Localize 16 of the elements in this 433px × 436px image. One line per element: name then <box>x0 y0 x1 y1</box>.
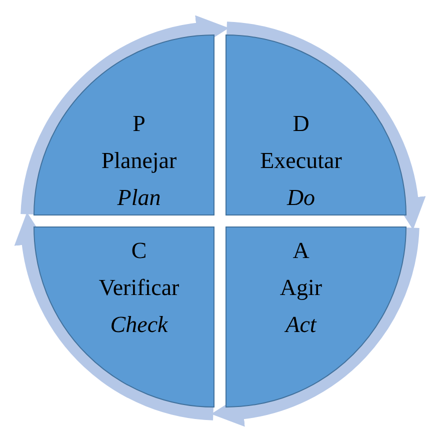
phase-name-english: Act <box>286 311 316 339</box>
phase-letter: A <box>292 237 310 265</box>
phase-name-english: Check <box>110 311 168 339</box>
phase-name: Planejar <box>101 147 177 175</box>
phase-name: Agir <box>280 274 322 302</box>
phase-letter: C <box>131 237 147 265</box>
cycle-arrow <box>20 16 229 216</box>
cycle-arrow <box>211 226 420 426</box>
phase-name-english: Plan <box>117 184 161 212</box>
cycle-arrow <box>14 212 214 420</box>
phase-name-english: Do <box>286 184 316 212</box>
phase-letter: D <box>292 110 310 138</box>
cycle-arrow <box>226 22 426 230</box>
phase-letter: P <box>132 110 146 138</box>
phase-name: Executar <box>260 147 342 175</box>
phase-name: Verificar <box>98 274 180 302</box>
